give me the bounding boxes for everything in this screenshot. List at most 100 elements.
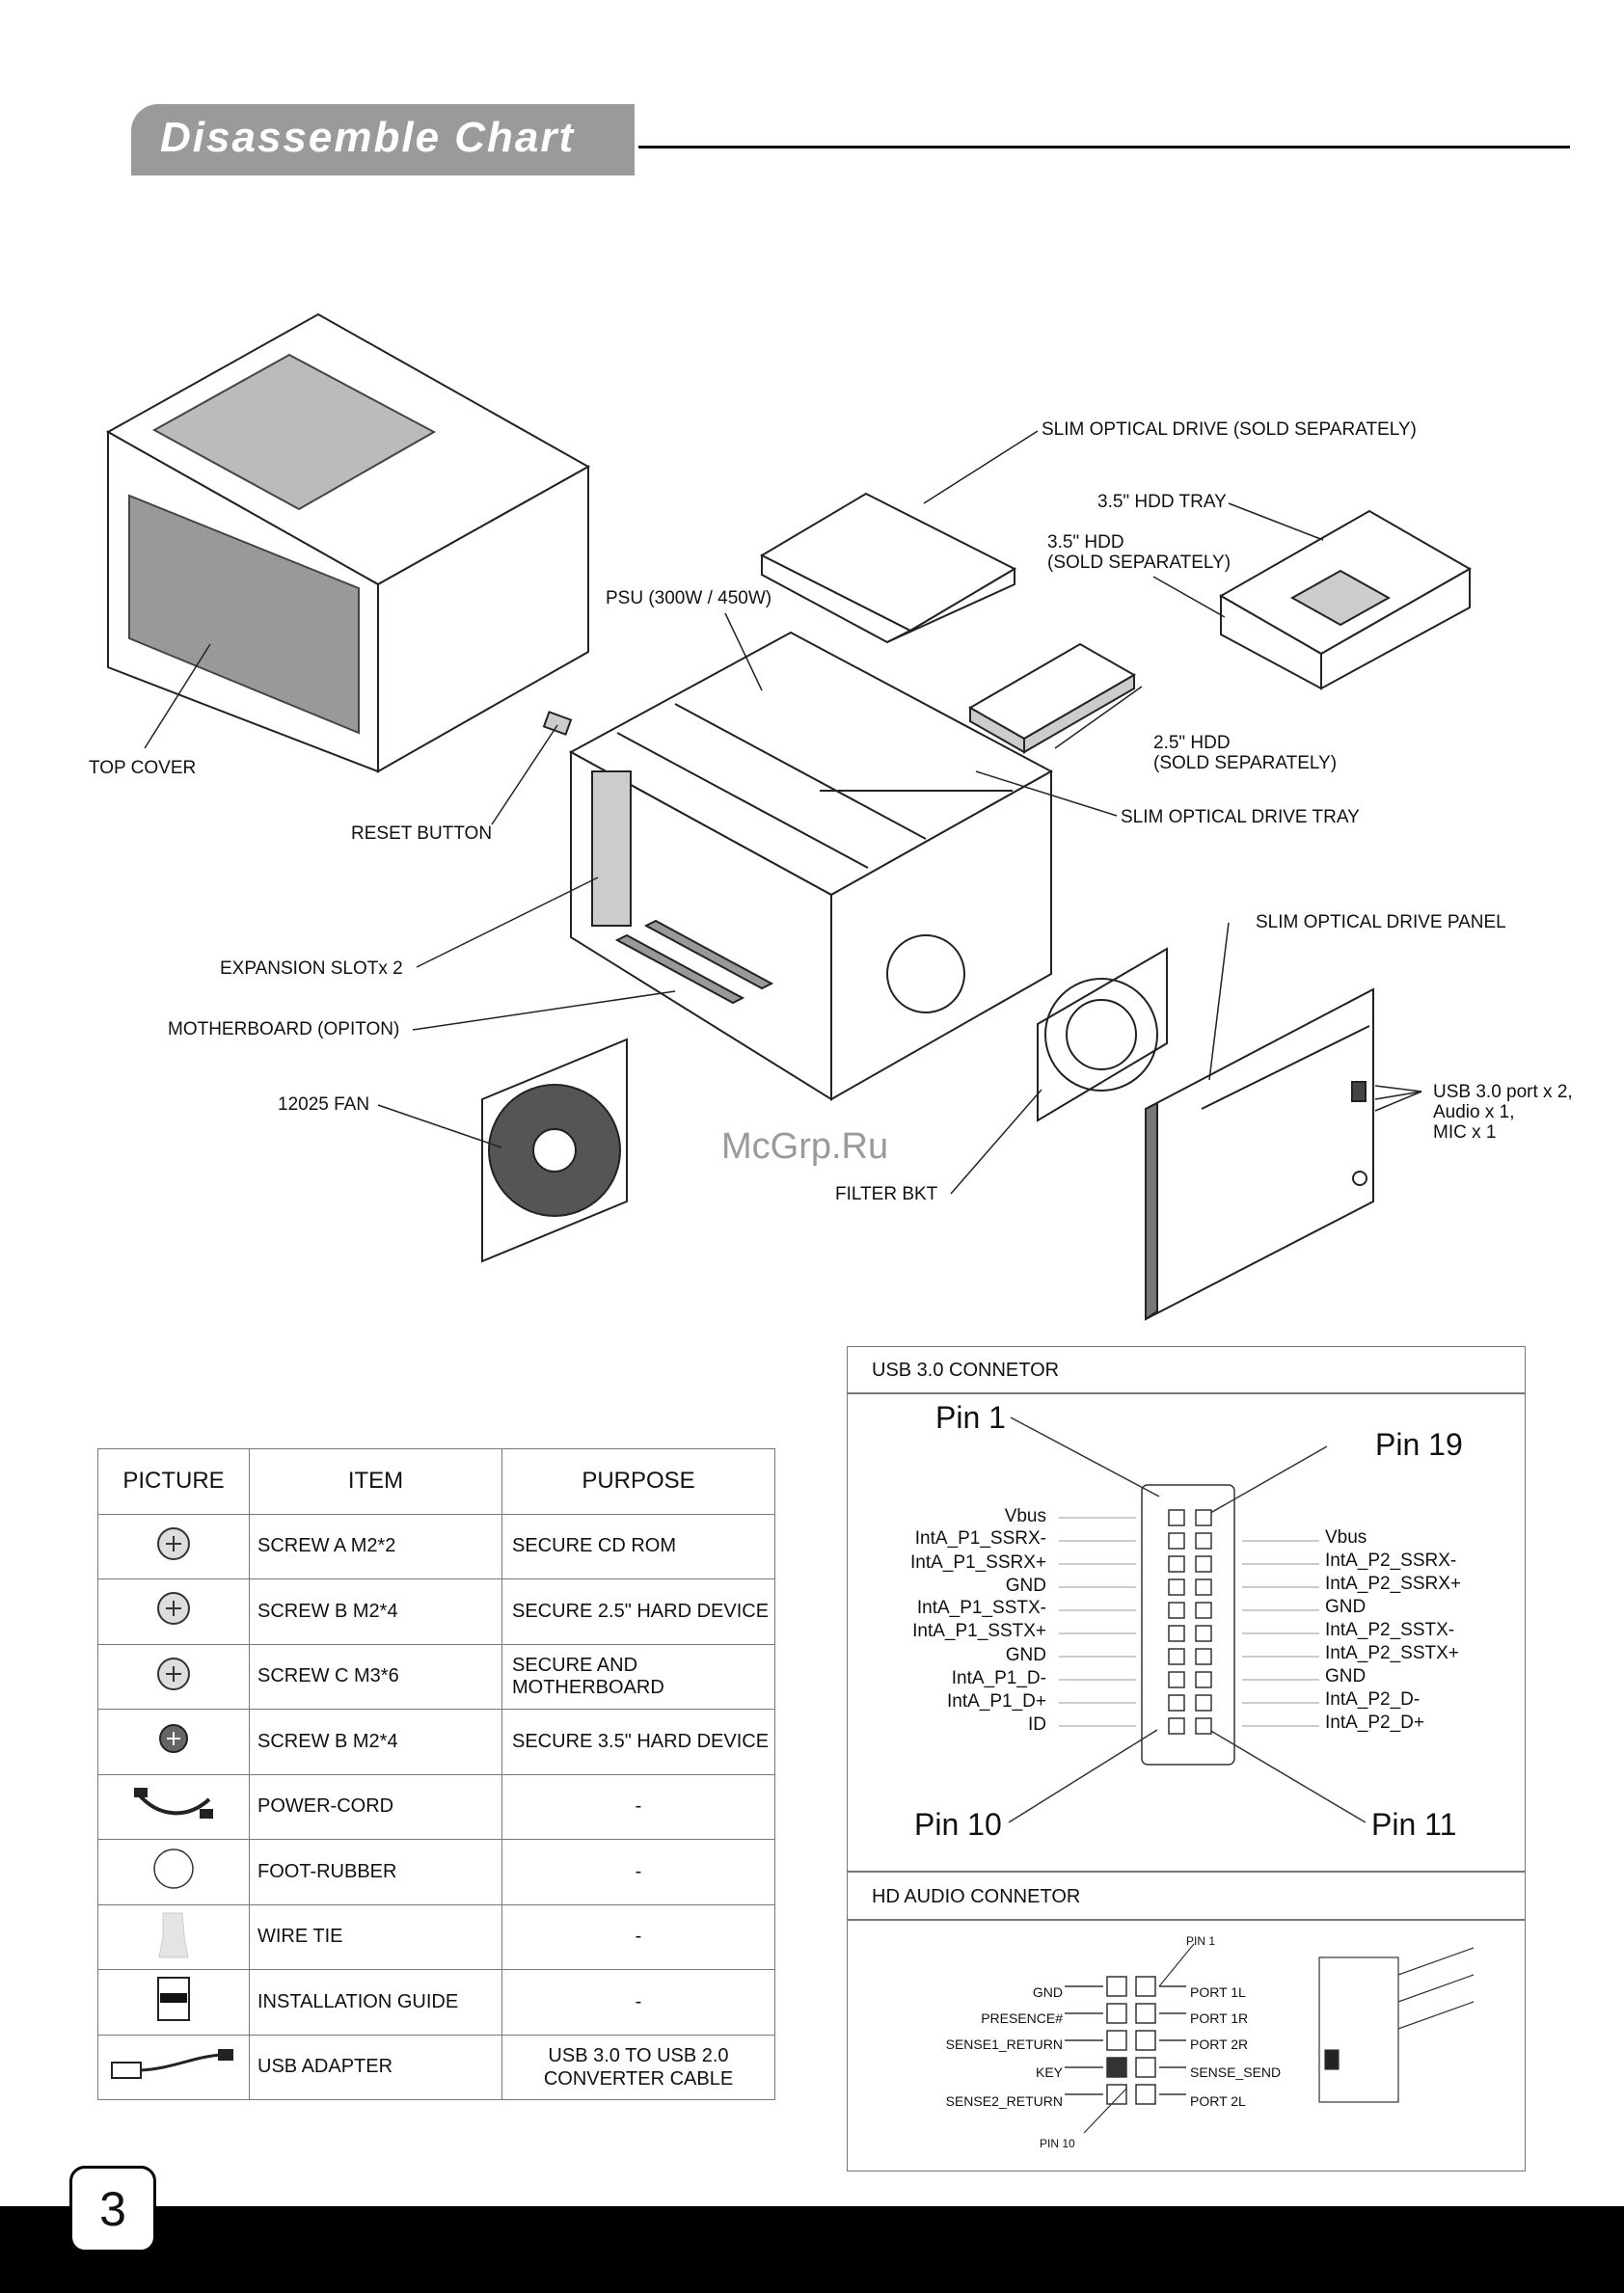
usb30-left-pin: GND bbox=[1005, 1576, 1046, 1596]
hdaudio-left-pin: SENSE1_RETURN bbox=[945, 2037, 1063, 2052]
label-filter-bkt: FILTER BKT bbox=[835, 1184, 938, 1204]
table-cell-purpose: USB 3.0 TO USB 2.0 CONVERTER CABLE bbox=[501, 2034, 775, 2100]
label-top-cover: TOP COVER bbox=[89, 758, 197, 778]
usb-adapter-icon bbox=[97, 2034, 250, 2100]
table-row: SCREW C M3*6 SECURE AND MOTHERBOARD bbox=[97, 1643, 775, 1710]
watermark: McGrp.Ru bbox=[721, 1126, 889, 1167]
header-tab bbox=[131, 104, 635, 175]
hdd-tray-drawing bbox=[1218, 509, 1473, 690]
usb30-pin bbox=[1195, 1648, 1212, 1665]
table-row: SCREW A M2*2 SECURE CD ROM bbox=[97, 1513, 775, 1579]
hdaudio-pin10-label: PIN 10 bbox=[1040, 2137, 1075, 2150]
hdaudio-right-pin: SENSE_SEND bbox=[1190, 2064, 1282, 2080]
table-cell-purpose: - bbox=[501, 1969, 775, 2036]
hdaudio-pin1-label: PIN 1 bbox=[1186, 1934, 1216, 1948]
table-cell-item: WIRE TIE bbox=[249, 1903, 502, 1970]
hdaudio-pin bbox=[1135, 2057, 1156, 2078]
slim-odd-drawing bbox=[759, 492, 1017, 644]
label-front-ports: USB 3.0 port x 2, Audio x 1, MIC x 1 bbox=[1433, 1082, 1573, 1143]
table-cell-item: SCREW B M2*4 bbox=[249, 1709, 502, 1775]
usb30-pin bbox=[1195, 1578, 1212, 1596]
table-row: POWER-CORD - bbox=[97, 1773, 775, 1840]
parts-table: PICTURE ITEM PURPOSE SCREW A M2*2 SECURE… bbox=[97, 1448, 775, 2100]
usb30-pin1-label: Pin 1 bbox=[935, 1400, 1006, 1435]
wire-tie-icon bbox=[97, 1903, 250, 1970]
usb30-pin19-label: Pin 19 bbox=[1375, 1427, 1463, 1462]
hdaudio-pin bbox=[1106, 2084, 1127, 2105]
table-header-row: PICTURE ITEM PURPOSE bbox=[97, 1448, 775, 1515]
usb30-right-pin: IntA_P2_D+ bbox=[1325, 1713, 1424, 1733]
label-slim-odd: SLIM OPTICAL DRIVE (SOLD SEPARATELY) bbox=[1042, 419, 1417, 440]
table-cell-item: FOOT-RUBBER bbox=[249, 1839, 502, 1905]
table-cell-purpose: - bbox=[501, 1839, 775, 1905]
hdaudio-pin bbox=[1106, 1976, 1127, 1997]
usb30-left-pin: IntA_P1_SSTX+ bbox=[912, 1621, 1046, 1641]
usb30-pin bbox=[1168, 1717, 1185, 1735]
hdaudio-title: HD AUDIO CONNETOR bbox=[872, 1886, 1081, 1907]
page-number: 3 bbox=[69, 2166, 156, 2253]
hdaudio-pin bbox=[1106, 2003, 1127, 2024]
usb30-pin bbox=[1168, 1671, 1185, 1688]
usb30-right-pin: GND bbox=[1325, 1597, 1367, 1617]
screw-icon bbox=[97, 1643, 250, 1710]
screw-icon bbox=[97, 1513, 250, 1579]
divider bbox=[847, 1919, 1526, 1921]
table-row: FOOT-RUBBER - bbox=[97, 1839, 775, 1905]
hdaudio-right-pin: PORT 2L bbox=[1190, 2093, 1246, 2109]
table-cell-item: USB ADAPTER bbox=[249, 2034, 502, 2100]
usb30-pin bbox=[1195, 1717, 1212, 1735]
usb30-left-pin: IntA_P1_D+ bbox=[947, 1691, 1046, 1712]
usb30-pin bbox=[1168, 1555, 1185, 1573]
label-hdd25: 2.5" HDD (SOLD SEPARATELY) bbox=[1153, 733, 1338, 773]
table-cell-purpose: SECURE 2.5" HARD DEVICE bbox=[501, 1578, 775, 1645]
table-cell-purpose: SECURE AND MOTHERBOARD bbox=[501, 1643, 775, 1710]
foot-rubber-icon bbox=[97, 1839, 250, 1905]
table-cell-item: INSTALLATION GUIDE bbox=[249, 1969, 502, 2036]
divider bbox=[847, 1392, 1526, 1394]
table-row: WIRE TIE - bbox=[97, 1903, 775, 1970]
usb30-pin bbox=[1168, 1532, 1185, 1550]
hdaudio-pin bbox=[1106, 2030, 1127, 2051]
usb30-right-pin: IntA_P2_D- bbox=[1325, 1689, 1421, 1710]
table-cell-item: POWER-CORD bbox=[249, 1773, 502, 1840]
usb30-pin bbox=[1195, 1602, 1212, 1619]
hdaudio-left-pin: KEY bbox=[1035, 2064, 1063, 2080]
installation-guide-icon bbox=[97, 1969, 250, 2036]
hdaudio-left-pin: SENSE2_RETURN bbox=[945, 2093, 1063, 2109]
usb30-right-pin: IntA_P2_SSTX+ bbox=[1325, 1643, 1459, 1663]
hdaudio-pin-diagram bbox=[1065, 1943, 1475, 2134]
label-expansion-slot: EXPANSION SLOTx 2 bbox=[220, 958, 403, 979]
header-rule bbox=[638, 146, 1570, 148]
hdaudio-left-pin: PRESENCE# bbox=[981, 2010, 1063, 2026]
table-row: SCREW B M2*4 SECURE 3.5" HARD DEVICE bbox=[97, 1709, 775, 1775]
exploded-diagram bbox=[105, 312, 1473, 1321]
hdaudio-right-pin: PORT 1L bbox=[1190, 1984, 1246, 2000]
label-psu: PSU (300W / 450W) bbox=[606, 588, 772, 608]
usb30-left-pin: IntA_P1_SSRX- bbox=[914, 1528, 1046, 1549]
usb30-right-pin: IntA_P2_SSTX- bbox=[1325, 1620, 1455, 1640]
power-cord-icon bbox=[97, 1773, 250, 1840]
table-cell-item: SCREW A M2*2 bbox=[249, 1513, 502, 1579]
usb30-pin10-label: Pin 10 bbox=[914, 1807, 1002, 1842]
usb30-pin bbox=[1195, 1625, 1212, 1642]
label-hdd35: 3.5" HDD (SOLD SEPARATELY) bbox=[1047, 532, 1232, 573]
label-fan: 12025 FAN bbox=[278, 1094, 370, 1115]
usb30-left-pin: IntA_P1_SSTX- bbox=[916, 1598, 1046, 1618]
hdaudio-right-pin: PORT 2R bbox=[1190, 2037, 1249, 2052]
usb30-pin bbox=[1195, 1532, 1212, 1550]
usb30-pin bbox=[1168, 1578, 1185, 1596]
table-cell-item: SCREW C M3*6 bbox=[249, 1643, 502, 1710]
label-hdd-tray: 3.5" HDD TRAY bbox=[1097, 492, 1227, 512]
filter-bracket-drawing bbox=[1037, 947, 1168, 1122]
usb30-left-pin: ID bbox=[1028, 1714, 1046, 1735]
divider bbox=[847, 1871, 1526, 1873]
usb30-pin-diagram bbox=[1008, 1416, 1367, 1823]
hdaudio-left-pin: GND bbox=[1032, 1984, 1063, 2000]
usb30-pin bbox=[1168, 1648, 1185, 1665]
usb30-left-pin: Vbus bbox=[1004, 1506, 1046, 1526]
usb30-left-pin: IntA_P1_SSRX+ bbox=[909, 1552, 1046, 1573]
usb30-pin bbox=[1195, 1509, 1212, 1526]
usb30-pin11-label: Pin 11 bbox=[1371, 1807, 1457, 1842]
column-header: ITEM bbox=[249, 1448, 502, 1515]
usb30-pin bbox=[1195, 1671, 1212, 1688]
